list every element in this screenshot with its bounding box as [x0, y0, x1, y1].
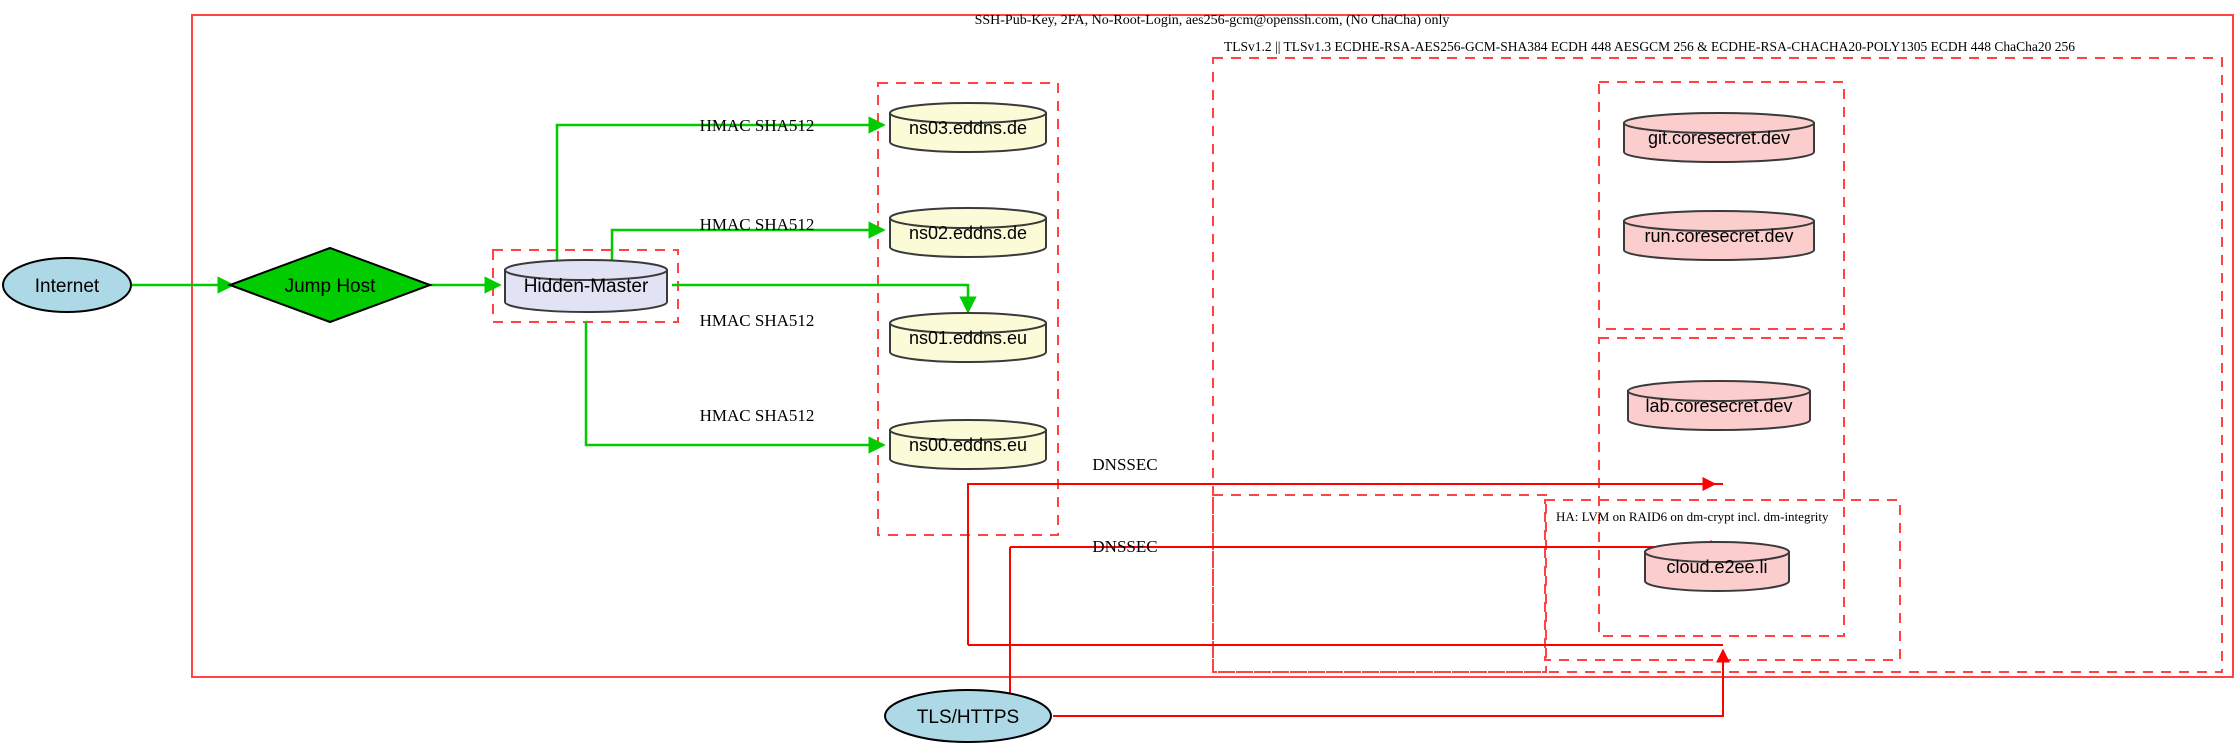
coresecret-boundary-box — [1598, 81, 1845, 330]
node-ns03[interactable]: ns03.eddns.de — [889, 102, 1047, 153]
ns03-body — [889, 112, 1047, 153]
node-tls-https[interactable]: TLS/HTTPS — [884, 689, 1052, 743]
edge-master-ns02 — [610, 221, 886, 270]
ns00-body — [889, 429, 1047, 470]
edge-master-ns00 — [584, 322, 886, 454]
git-label: git.coresecret.dev — [1648, 128, 1790, 148]
ns00-label: ns00.eddns.eu — [909, 435, 1027, 455]
node-run-coresecret[interactable]: run.coresecret.dev — [1623, 210, 1815, 261]
git-body — [1623, 122, 1815, 163]
edge-label-dnssec-upper: DNSSEC — [1092, 455, 1157, 474]
hidden-master-label: Hidden-Master — [524, 276, 649, 297]
cloud-body — [1644, 551, 1790, 592]
cloud-label: cloud.e2ee.li — [1666, 557, 1767, 577]
node-lab-coresecret[interactable]: lab.coresecret.dev — [1627, 380, 1811, 431]
run-body — [1623, 220, 1815, 261]
ssh-boundary-label: SSH-Pub-Key, 2FA, No-Root-Login, aes256-… — [975, 13, 1450, 28]
tls-https-right-path — [1053, 648, 1730, 717]
internet-label: Internet — [35, 276, 100, 297]
ns03-label: ns03.eddns.de — [909, 118, 1027, 138]
edge-master-ns01 — [672, 283, 977, 314]
coresecret-lab-boundary-box — [1598, 337, 1845, 637]
edge-label-hmac-ns01: HMAC SHA512 — [700, 311, 815, 330]
tls-boundary-box — [1212, 57, 2223, 673]
cloud-top — [1644, 541, 1790, 563]
ns00-top — [889, 419, 1047, 441]
ns02-label: ns02.eddns.de — [909, 223, 1027, 243]
node-ns01[interactable]: ns01.eddns.eu — [889, 312, 1047, 363]
edge-label-dnssec-lower: DNSSEC — [1092, 537, 1157, 556]
lab-body — [1627, 390, 1811, 431]
tls-https-ellipse — [884, 689, 1052, 743]
ns02-body — [889, 217, 1047, 258]
internet-ellipse — [2, 257, 132, 313]
edge-label-hmac-ns03: HMAC SHA512 — [700, 116, 815, 135]
ha-boundary-label: HA: LVM on RAID6 on dm-crypt incl. dm-in… — [1556, 509, 1829, 524]
edge-label-hmac-ns00: HMAC SHA512 — [700, 406, 815, 425]
node-ns00[interactable]: ns00.eddns.eu — [889, 419, 1047, 470]
node-hidden-master[interactable]: Hidden-Master — [504, 259, 668, 313]
node-cloud-e2ee[interactable]: cloud.e2ee.li — [1644, 541, 1790, 592]
ns02-top — [889, 207, 1047, 229]
ns01-body — [889, 322, 1047, 363]
node-jump-host[interactable]: Jump Host — [227, 246, 433, 324]
ssh-boundary-box — [191, 14, 2234, 678]
lab-top — [1627, 380, 1811, 402]
ns01-top — [889, 312, 1047, 334]
tls-boundary-label: TLSv1.2 || TLSv1.3 ECDHE-RSA-AES256-GCM-… — [1224, 39, 2075, 54]
hidden-master-top — [504, 259, 668, 281]
git-top — [1623, 112, 1815, 134]
ns03-top — [889, 102, 1047, 124]
edge-label-hmac-ns02: HMAC SHA512 — [700, 215, 815, 234]
node-ns02[interactable]: ns02.eddns.de — [889, 207, 1047, 258]
jump-host-diamond — [227, 246, 433, 324]
run-top — [1623, 210, 1815, 232]
run-label: run.coresecret.dev — [1644, 226, 1793, 246]
hidden-master-body — [504, 269, 668, 313]
node-internet[interactable]: Internet — [2, 257, 132, 313]
tls-https-label: TLS/HTTPS — [917, 707, 1019, 728]
lab-label: lab.coresecret.dev — [1645, 396, 1792, 416]
node-git-coresecret[interactable]: git.coresecret.dev — [1623, 112, 1815, 163]
edge-master-ns03 — [555, 116, 886, 270]
jump-host-label: Jump Host — [285, 276, 377, 297]
dnssec-left-boundary-box — [1212, 494, 1547, 673]
ns01-label: ns01.eddns.eu — [909, 328, 1027, 348]
